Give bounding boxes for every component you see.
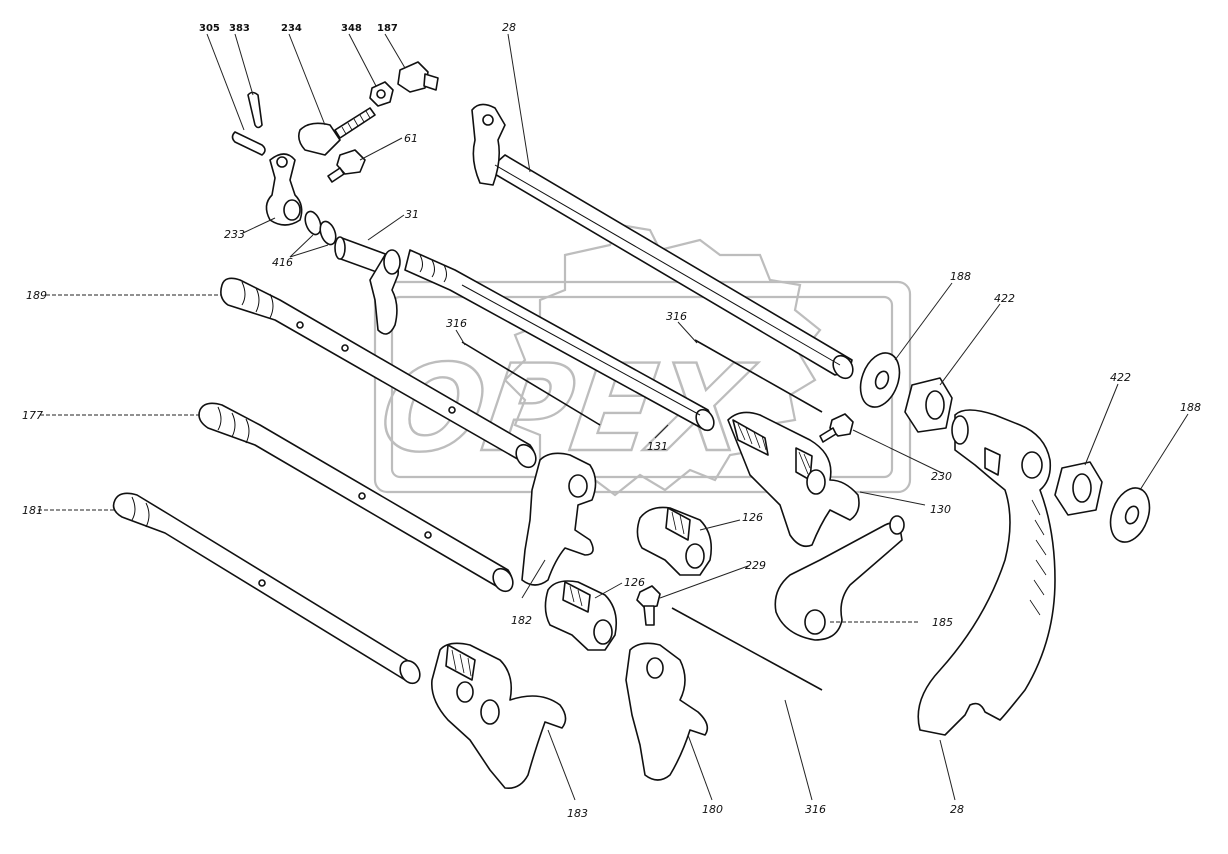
shaft-31	[334, 236, 401, 335]
label-126-a: 126	[742, 511, 763, 524]
label-383: 383	[229, 23, 250, 34]
label-130: 130	[930, 503, 951, 516]
label-185: 185	[932, 616, 953, 629]
label-348: 348	[341, 23, 362, 34]
fork-182	[521, 452, 597, 586]
wire-316-c	[671, 607, 823, 691]
shaft-177	[198, 402, 514, 593]
label-229: 229	[745, 559, 766, 572]
label-234: 234	[281, 23, 302, 34]
label-422-lower: 422	[1110, 371, 1131, 384]
label-183: 183	[567, 807, 588, 820]
part-labels: 305 383 234 348 187 28 61 233 416 31 189…	[22, 21, 1201, 820]
label-131: 131	[647, 440, 668, 453]
washer-188-lower	[1109, 487, 1151, 543]
nut-348	[369, 81, 394, 107]
bolt-230	[819, 413, 854, 443]
label-126-b: 126	[624, 576, 645, 589]
lever-185	[774, 515, 905, 641]
wire-316-b	[694, 339, 823, 413]
bolt-61	[327, 149, 366, 183]
leader-lines	[38, 33, 1189, 801]
label-233: 233	[224, 228, 245, 241]
shaft-181	[112, 492, 421, 685]
label-316-b: 316	[666, 310, 687, 323]
shaft-131	[404, 249, 715, 432]
fork-180	[625, 642, 709, 781]
rod-28	[471, 103, 854, 380]
label-422-upper: 422	[994, 292, 1015, 305]
label-182: 182	[511, 614, 532, 627]
label-189: 189	[26, 289, 47, 302]
label-188-lower: 188	[1180, 401, 1201, 414]
label-187: 187	[377, 23, 398, 34]
bolt-229	[636, 585, 661, 626]
label-305: 305	[199, 23, 220, 34]
label-180: 180	[702, 803, 723, 816]
lever-28	[917, 409, 1056, 736]
label-31: 31	[405, 208, 419, 221]
bushing-422-upper	[904, 377, 953, 433]
label-28-bottom: 28	[950, 803, 964, 816]
fitting-187	[397, 61, 439, 93]
washers-416	[304, 210, 337, 246]
label-181: 181	[22, 504, 43, 517]
label-316-c: 316	[805, 803, 826, 816]
shaft-189	[220, 277, 537, 469]
label-188-upper: 188	[950, 270, 971, 283]
watermark-gear	[503, 223, 822, 497]
label-230: 230	[931, 470, 952, 483]
label-61: 61	[404, 132, 418, 145]
washer-188-upper	[859, 352, 901, 408]
lug-126-a	[636, 506, 713, 576]
screw-234	[298, 107, 376, 156]
fork-130	[727, 411, 860, 548]
lug-126-b	[544, 580, 618, 651]
label-28-top: 28	[502, 21, 516, 34]
cotter-383	[247, 91, 263, 129]
lever-233	[265, 153, 303, 226]
label-177: 177	[22, 409, 43, 422]
wire-316-a	[461, 341, 601, 426]
bushing-422-lower	[1054, 461, 1103, 516]
pin-305	[231, 131, 266, 156]
label-316-a: 316	[446, 317, 467, 330]
label-416: 416	[272, 256, 293, 269]
watermark-frame-outer	[373, 280, 912, 494]
fork-183	[431, 642, 567, 790]
